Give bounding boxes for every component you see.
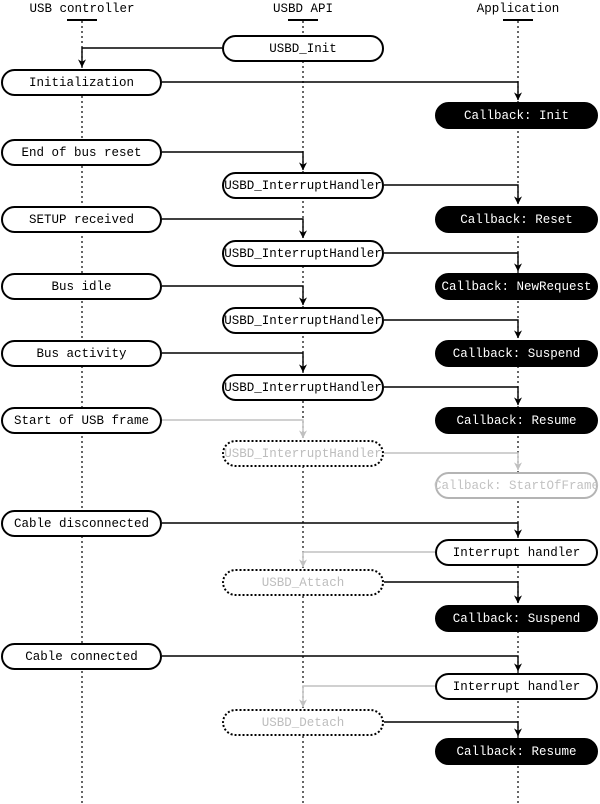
node-callback-resume-1: Callback: Resume	[435, 407, 598, 434]
node-setup-received: SETUP received	[1, 206, 162, 233]
node-interrupt-handler-1: Interrupt handler	[435, 539, 598, 566]
edge-handler-to-callback-resume	[384, 386, 522, 406]
node-end-of-bus-reset: End of bus reset	[1, 139, 162, 166]
node-usbd-attach: USBD_Attach	[222, 569, 384, 596]
node-usbd-interrupt-handler-2: USBD_InterruptHandler	[222, 240, 384, 267]
node-callback-suspend-2: Callback: Suspend	[435, 605, 598, 632]
node-cable-disconnected: Cable disconnected	[1, 510, 162, 537]
node-callback-init: Callback: Init	[435, 102, 598, 129]
node-usbd-detach: USBD_Detach	[222, 709, 384, 736]
node-callback-newrequest: Callback: NewRequest	[435, 273, 598, 300]
edge-usbd-detach-to-callback-resume	[384, 721, 522, 737]
node-usbd-interrupt-handler-1: USBD_InterruptHandler	[222, 172, 384, 199]
node-cable-connected: Cable connected	[1, 643, 162, 670]
node-start-of-usb-frame: Start of USB frame	[1, 407, 162, 434]
node-usbd-interrupt-handler-3: USBD_InterruptHandler	[222, 307, 384, 334]
edge-initialization-to-callback-init	[162, 81, 522, 101]
node-usbd-interrupt-handler-ghost: USBD_InterruptHandler	[222, 440, 384, 467]
edge-interrupt-handler-to-usbd-detach	[299, 685, 435, 708]
edge-bus-idle-to-handler	[162, 285, 307, 306]
node-interrupt-handler-2: Interrupt handler	[435, 673, 598, 700]
edge-usbd-init-to-initialization	[78, 47, 222, 68]
edge-handler-to-callback-reset	[384, 184, 522, 205]
node-bus-activity: Bus activity	[1, 340, 162, 367]
node-callback-reset: Callback: Reset	[435, 206, 598, 233]
node-usbd-init: USBD_Init	[222, 35, 384, 62]
edge-start-of-frame-to-ghost-handler	[162, 419, 307, 439]
edge-bus-activity-to-handler	[162, 352, 307, 373]
edge-setup-to-handler	[162, 218, 307, 239]
edge-usbd-attach-to-callback-suspend	[384, 581, 522, 604]
node-usbd-interrupt-handler-4: USBD_InterruptHandler	[222, 374, 384, 401]
edge-cable-disconnected-to-interrupt-handler	[162, 522, 522, 538]
node-bus-idle: Bus idle	[1, 273, 162, 300]
node-callback-resume-2: Callback: Resume	[435, 738, 598, 765]
edge-interrupt-handler-to-usbd-attach	[299, 551, 435, 568]
column-header-usbd-api: USBD API	[272, 2, 333, 16]
node-initialization: Initialization	[1, 69, 162, 96]
edge-handler-to-callback-newrequest	[384, 252, 522, 272]
node-callback-suspend-1: Callback: Suspend	[435, 340, 598, 367]
edge-ghost-handler-to-callback-startofframe	[384, 452, 522, 471]
column-header-usb-controller: USB controller	[29, 2, 135, 16]
column-header-application: Application	[476, 2, 560, 16]
edge-cable-connected-to-interrupt-handler	[162, 655, 522, 672]
edge-bus-reset-to-handler	[162, 151, 307, 171]
node-callback-startofframe: Callback: StartOfFrame	[434, 472, 599, 499]
edge-handler-to-callback-suspend	[384, 319, 522, 339]
